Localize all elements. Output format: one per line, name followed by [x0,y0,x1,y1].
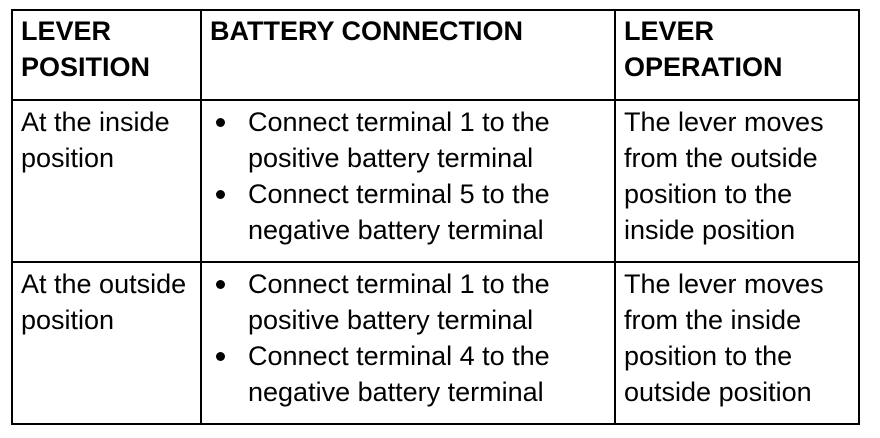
table-row: At the outside position Connect terminal… [11,261,860,425]
table-header-row: LEVER POSITION BATTERY CONNECTION LEVER … [11,9,860,101]
connection-list: Connect terminal 1 to the positive batte… [210,104,606,248]
connection-item: Connect terminal 1 to the positive batte… [210,104,606,176]
header-lever-position: LEVER POSITION [11,9,202,101]
connection-text: Connect terminal 1 to the positive batte… [248,107,550,173]
lever-position-cell: At the inside position [11,99,202,263]
bullet-icon [216,352,225,361]
lever-operation-table: LEVER POSITION BATTERY CONNECTION LEVER … [11,9,860,425]
bullet-icon [216,190,225,199]
battery-connection-cell: Connect terminal 1 to the positive batte… [200,261,616,425]
connection-text: Connect terminal 4 to the negative batte… [248,341,550,407]
connection-item: Connect terminal 1 to the positive batte… [210,266,606,338]
bullet-icon [216,118,225,127]
bullet-icon [216,280,225,289]
table-row: At the inside position Connect terminal … [11,99,860,263]
connection-item: Connect terminal 4 to the negative batte… [210,338,606,410]
lever-operation-cell: The lever moves from the outside positio… [614,99,860,263]
lever-operation-cell: The lever moves from the inside position… [614,261,860,425]
header-battery-connection: BATTERY CONNECTION [200,9,616,101]
connection-list: Connect terminal 1 to the positive batte… [210,266,606,410]
connection-text: Connect terminal 1 to the positive batte… [248,269,550,335]
connection-text: Connect terminal 5 to the negative batte… [248,179,550,245]
lever-position-cell: At the outside position [11,261,202,425]
header-lever-operation: LEVER OPERATION [614,9,860,101]
battery-connection-cell: Connect terminal 1 to the positive batte… [200,99,616,263]
connection-item: Connect terminal 5 to the negative batte… [210,176,606,248]
